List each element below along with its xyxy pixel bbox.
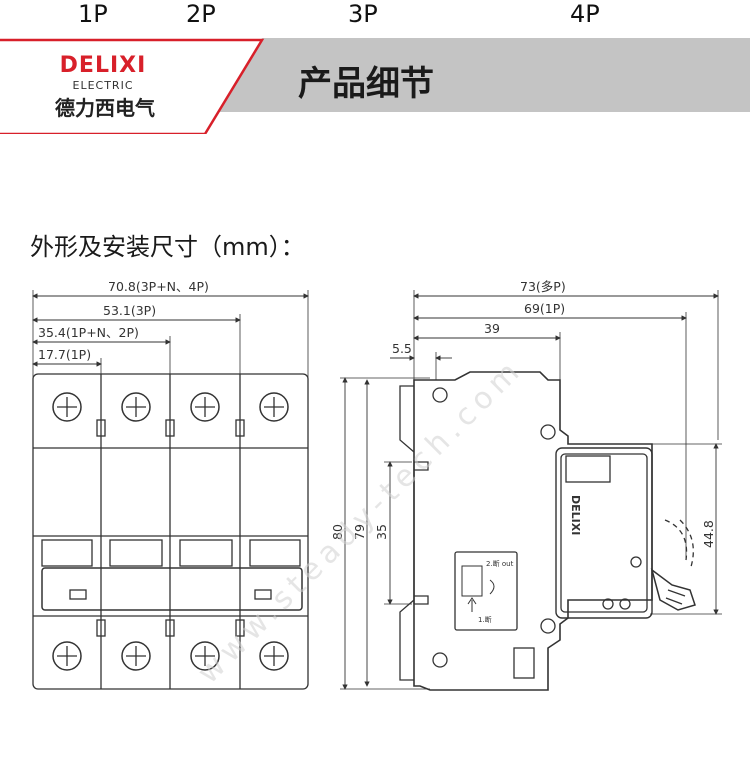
brand-subtitle: ELECTRIC <box>72 79 134 92</box>
pole-label-1p: 1P <box>78 0 108 28</box>
dim-side-44-8: 44.8 <box>701 520 716 548</box>
dim-side-multi: 73(多P) <box>520 279 566 294</box>
side-view <box>340 290 722 691</box>
brand-chinese-name: 德力西电气 <box>55 96 155 120</box>
watermark: www.steady-tech.com <box>191 351 530 690</box>
dim-front-2p: 35.4(1P+N、2P) <box>38 325 139 340</box>
pole-label-4p: 4P <box>570 0 600 28</box>
dim-side-1p: 69(1P) <box>524 301 565 316</box>
screw-icon <box>52 641 289 671</box>
dim-side-39: 39 <box>484 321 500 336</box>
dim-front-3p: 53.1(3P) <box>103 303 156 318</box>
pole-label-3p: 3P <box>348 0 378 28</box>
label-on-text: 1.断 <box>478 615 492 624</box>
dimensions-title: 外形及安装尺寸（mm）： <box>30 233 305 261</box>
label-off-text: 2.断 out <box>486 559 514 568</box>
dim-side-79: 79 <box>352 524 367 540</box>
pole-label-2p: 2P <box>186 0 216 28</box>
section-title: 产品细节 <box>298 64 434 104</box>
section-banner <box>0 38 750 134</box>
dim-side-80: 80 <box>330 524 345 540</box>
dim-front-overall: 70.8(3P+N、4P) <box>108 279 209 294</box>
nameplate-logo: DELIXI <box>569 495 582 535</box>
dim-side-5-5: 5.5 <box>392 341 412 356</box>
dim-side-35: 35 <box>374 524 389 540</box>
brand-logo: DELIXI <box>59 53 147 78</box>
screw-icon <box>52 392 289 422</box>
dim-front-1p: 17.7(1P) <box>38 347 91 362</box>
front-view <box>32 290 309 690</box>
